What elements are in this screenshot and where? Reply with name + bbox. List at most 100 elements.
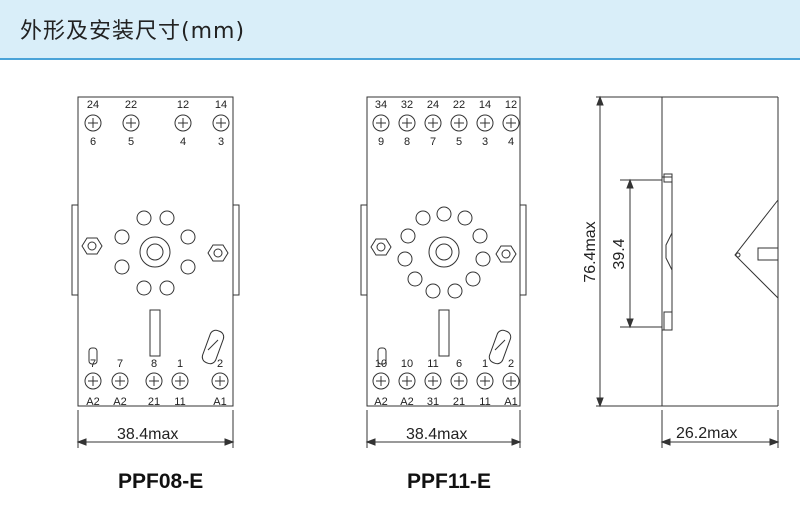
ppf11-left-clip xyxy=(360,204,368,296)
din-rail-profile xyxy=(662,176,673,331)
rail-hook-top xyxy=(663,173,673,183)
ppf08-pin-hole xyxy=(136,210,152,226)
ppf11-top-terminal-screw xyxy=(424,114,442,132)
ppf08-top-terminal-number: 5 xyxy=(128,136,134,148)
ppf08-bottom-terminal-number: A2 xyxy=(113,396,126,408)
terminal-screw-head xyxy=(372,372,390,390)
ppf08-left-clip xyxy=(71,204,79,296)
ppf11-top-terminal-number: 5 xyxy=(456,136,462,148)
ppf11-retainer-line xyxy=(494,339,506,351)
side-pivot xyxy=(735,252,741,258)
ppf11-top-terminal-screw xyxy=(476,114,494,132)
dim-arrow xyxy=(596,397,604,408)
ppf11-bottom-terminal-screw xyxy=(372,372,390,390)
ppf08-pin-hole xyxy=(159,280,175,296)
ppf11-bottom-terminal-screw xyxy=(450,372,468,390)
ppf11-bottom-terminal-number: 21 xyxy=(453,396,465,408)
ppf11-right-hex-hole xyxy=(501,249,511,259)
ppf11-pin-hole xyxy=(465,271,481,287)
ppf11-top-terminal-number: 4 xyxy=(508,136,514,148)
ppf11-width-label: 38.4max xyxy=(406,426,467,443)
dim-arrow xyxy=(660,438,671,446)
ppf08-right-hex-nut xyxy=(207,244,229,262)
ppf08-width-label: 38.4max xyxy=(117,426,178,443)
terminal-screw-head xyxy=(476,372,494,390)
ppf08-center-slot xyxy=(149,309,161,357)
ppf11-pin-hole xyxy=(457,210,473,226)
ppf11-bottom-terminal-number: A1 xyxy=(504,396,517,408)
inner-dim-label: 39.4 xyxy=(611,238,628,269)
ppf11-top-terminal-number: 32 xyxy=(401,99,413,111)
ppf08-bottom-terminal-screw xyxy=(111,372,129,390)
ppf11-bottom-terminal-number: 2 xyxy=(508,358,514,370)
terminal-screw-head xyxy=(502,114,520,132)
ppf11-bottom-terminal-screw xyxy=(398,372,416,390)
ppf08-center-key xyxy=(146,243,164,261)
ppf11-top-terminal-screw xyxy=(398,114,416,132)
dim-arrow xyxy=(769,438,780,446)
ppf08-top-terminal-screw xyxy=(212,114,230,132)
ppf08-pin-hole xyxy=(136,280,152,296)
ppf08-diode-mark xyxy=(88,347,98,365)
ppf08-bottom-terminal-screw xyxy=(84,372,102,390)
ppf11-retainer-clip xyxy=(488,329,512,365)
ppf08-bottom-terminal-screw xyxy=(211,372,229,390)
ppf08-bottom-terminal-number: 8 xyxy=(151,358,157,370)
terminal-screw-head xyxy=(424,114,442,132)
ppf11-top-terminal-number: 8 xyxy=(404,136,410,148)
ppf11-pin-hole xyxy=(447,283,463,299)
ppf11-bottom-terminal-number: A2 xyxy=(400,396,413,408)
ppf08-top-terminal-number: 3 xyxy=(218,136,224,148)
ppf11-top-terminal-screw xyxy=(502,114,520,132)
ppf11-pin-hole xyxy=(407,271,423,287)
side-view xyxy=(596,95,780,448)
ppf11-top-terminal-number: 3 xyxy=(482,136,488,148)
ppf08-retainer-clip xyxy=(201,329,225,365)
ppf11-right-hex-nut xyxy=(495,245,517,263)
ppf11-pin-hole xyxy=(475,251,491,267)
ppf11-top-terminal-number: 24 xyxy=(427,99,439,111)
ppf11-center-key xyxy=(435,243,453,261)
ppf11-bottom-terminal-number: 11 xyxy=(427,358,438,370)
ppf11-bottom-terminal-screw xyxy=(476,372,494,390)
dim-arrow xyxy=(365,438,376,446)
ppf08-bottom-terminal-number: A2 xyxy=(86,396,99,408)
ppf08-pin-hole xyxy=(159,210,175,226)
dim-arrow xyxy=(511,438,522,446)
terminal-screw-head xyxy=(122,114,140,132)
terminal-screw-head xyxy=(174,114,192,132)
ppf08-top-terminal-number: 14 xyxy=(215,99,227,111)
ppf08-pin-hole xyxy=(180,229,196,245)
ppf11-top-terminal-number: 9 xyxy=(378,136,384,148)
ppf11-top-terminal-number: 12 xyxy=(505,99,517,111)
ppf11-bottom-terminal-number: A2 xyxy=(374,396,387,408)
terminal-screw-head xyxy=(398,114,416,132)
rail-hook-bottom xyxy=(663,311,673,331)
terminal-groups: 2462251241437A27A28211112A13493282472251… xyxy=(84,99,520,408)
ppf08-width-dimension xyxy=(76,410,235,448)
ppf08-left-hex-hole xyxy=(87,241,97,251)
terminal-screw-head xyxy=(372,114,390,132)
ppf11-bottom-terminal-screw xyxy=(502,372,520,390)
ppf08-bottom-terminal-number: 7 xyxy=(90,358,96,370)
ppf11-model-label: PPF11-E xyxy=(407,470,491,493)
terminal-screw-head xyxy=(502,372,520,390)
ppf11-center-slot xyxy=(438,309,450,357)
ppf08-bottom-terminal-screw xyxy=(171,372,189,390)
dim-arrow xyxy=(626,318,634,329)
ppf11-left-hex-hole xyxy=(376,242,386,252)
ppf08-base-view xyxy=(71,96,240,407)
rail-latch xyxy=(665,232,673,271)
ppf08-bottom-terminal-screw xyxy=(145,372,163,390)
ppf08-right-clip xyxy=(232,204,240,296)
ppf11-top-terminal-screw xyxy=(450,114,468,132)
ppf11-pin-hole xyxy=(415,210,431,226)
dim-arrow xyxy=(626,178,634,189)
ppf08-right-hex-hole xyxy=(213,248,223,258)
page-title: 外形及安装尺寸(mm) xyxy=(20,19,246,44)
terminal-screw-head xyxy=(212,114,230,132)
ppf08-bottom-terminal-number: 2 xyxy=(217,358,223,370)
dim-arrow xyxy=(224,438,235,446)
ppf08-bottom-terminal-number: 21 xyxy=(148,396,160,408)
terminal-screw-head xyxy=(450,372,468,390)
